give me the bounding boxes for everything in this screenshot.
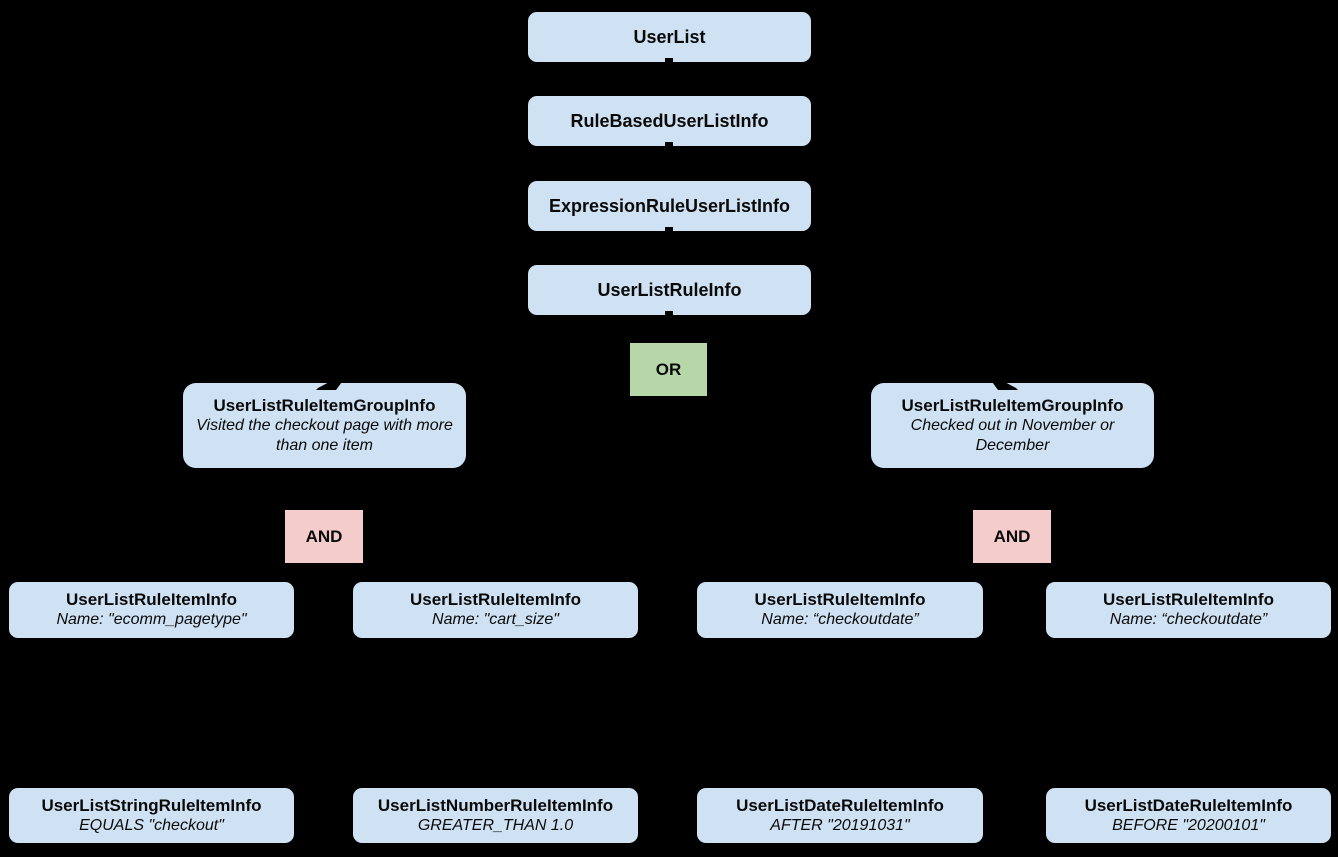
- node-rulebaseduserlistinfo: RuleBasedUserListInfo: [528, 96, 811, 146]
- node-rule-item-ecomm-pagetype: UserListRuleItemInfo Name: "ecomm_pagety…: [9, 582, 294, 638]
- item-detail: Name: "cart_size": [432, 611, 559, 628]
- leaf-title: UserListDateRuleItemInfo: [736, 795, 944, 815]
- and-operator-box-left: AND: [285, 510, 363, 563]
- node-userlist: UserList: [528, 12, 811, 62]
- group-description: Checked out in November or December: [910, 416, 1115, 454]
- arrowhead-icon: [316, 371, 352, 390]
- group-title: UserListRuleItemGroupInfo: [901, 395, 1124, 415]
- node-rule-item-cart-size: UserListRuleItemInfo Name: "cart_size": [353, 582, 638, 638]
- node-rule-item-group-right: UserListRuleItemGroupInfo Checked out in…: [871, 383, 1154, 468]
- leaf-title: UserListNumberRuleItemInfo: [377, 795, 614, 815]
- group-description: Visited the checkout page with more than…: [196, 416, 453, 454]
- node-rule-item-checkoutdate-2: UserListRuleItemInfo Name: “checkoutdate…: [1046, 582, 1331, 638]
- and-operator-box-right: AND: [973, 510, 1051, 563]
- leaf-detail: BEFORE "20200101": [1112, 816, 1265, 834]
- node-string-rule-item: UserListStringRuleItemInfo EQUALS "check…: [9, 788, 294, 843]
- item-detail: Name: "ecomm_pagetype": [56, 611, 247, 628]
- leaf-title: UserListStringRuleItemInfo: [41, 795, 262, 815]
- connector-tail: [665, 311, 673, 316]
- node-date-rule-item-after: UserListDateRuleItemInfo AFTER "20191031…: [697, 788, 983, 843]
- node-label: RuleBasedUserListInfo: [570, 110, 769, 131]
- connector-tail: [665, 227, 673, 232]
- item-title: UserListRuleItemInfo: [754, 590, 926, 609]
- leaf-detail: GREATER_THAN 1.0: [417, 816, 574, 834]
- node-label: UserListRuleInfo: [597, 279, 742, 300]
- arrowhead-icon: [982, 371, 1018, 390]
- item-detail: Name: “checkoutdate”: [1109, 611, 1268, 628]
- node-rule-item-group-left: UserListRuleItemGroupInfo Visited the ch…: [183, 383, 466, 468]
- item-title: UserListRuleItemInfo: [66, 590, 237, 609]
- node-userlistruleinfo: UserListRuleInfo: [528, 265, 811, 315]
- node-label: UserList: [633, 26, 706, 47]
- and-operator-label: AND: [305, 526, 343, 546]
- connector-tail: [665, 142, 673, 147]
- node-label: ExpressionRuleUserListInfo: [548, 195, 791, 216]
- leaf-detail: EQUALS "checkout": [79, 816, 224, 834]
- and-operator-label: AND: [993, 526, 1031, 546]
- item-detail: Name: “checkoutdate”: [761, 611, 919, 628]
- node-date-rule-item-before: UserListDateRuleItemInfo BEFORE "2020010…: [1046, 788, 1331, 843]
- item-title: UserListRuleItemInfo: [410, 590, 581, 609]
- node-expressionruleuserlistinfo: ExpressionRuleUserListInfo: [528, 181, 811, 231]
- leaf-detail: AFTER "20191031": [770, 816, 910, 834]
- connector-tail: [665, 58, 673, 63]
- node-rule-item-checkoutdate-1: UserListRuleItemInfo Name: “checkoutdate…: [697, 582, 983, 638]
- group-title: UserListRuleItemGroupInfo: [213, 395, 436, 415]
- or-operator-box: OR: [630, 343, 707, 396]
- node-number-rule-item: UserListNumberRuleItemInfo GREATER_THAN …: [353, 788, 638, 843]
- leaf-title: UserListDateRuleItemInfo: [1084, 795, 1293, 815]
- or-operator-label: OR: [655, 359, 682, 379]
- item-title: UserListRuleItemInfo: [1103, 590, 1274, 609]
